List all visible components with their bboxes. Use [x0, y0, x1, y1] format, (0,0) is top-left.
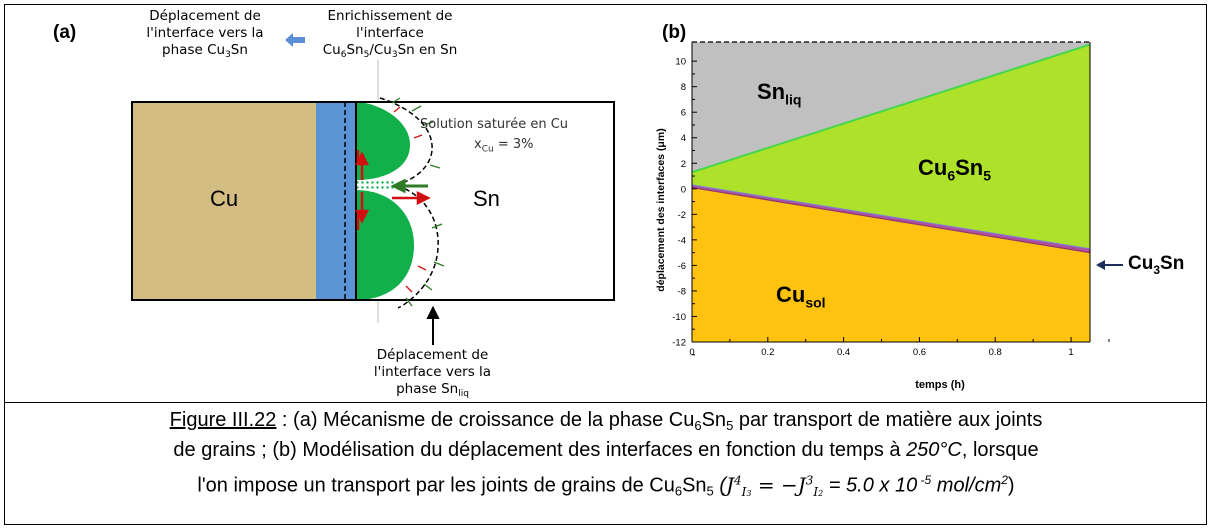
- y-tick-label: -4: [678, 235, 686, 246]
- annotation-interface-enrichment: Enrichissement de l'interface Cu6Sn5/Cu3…: [300, 8, 480, 60]
- y-tick-label: -6: [678, 261, 686, 272]
- green-flux-arrow: [390, 178, 428, 194]
- annotation-line: l'interface vers la: [373, 364, 492, 380]
- sn-region-label: Sn: [473, 186, 500, 211]
- y-tick-label: -10: [672, 312, 686, 323]
- region-cu3sn: [692, 184, 1090, 253]
- region-label-snliq: Snliq: [757, 79, 802, 108]
- y-tick-label: -2: [678, 210, 686, 221]
- red-flux-arrows: [354, 150, 431, 230]
- xcu-label: xCu = 3%: [474, 137, 534, 155]
- series-line-cu3sn-cu6sn5: [691, 184, 1091, 250]
- figure-frame: [4, 4, 1207, 525]
- panel-b-label: (b): [662, 22, 687, 43]
- region-label-cusol: Cusol: [776, 282, 826, 311]
- cu6sn5-grain-top: [356, 102, 410, 180]
- region-label-cu6sn5: Cu6Sn5: [918, 155, 992, 184]
- y-tick-label: -8: [678, 286, 686, 297]
- annotation-line: phase Snliq: [396, 381, 469, 399]
- grain-boundary-hatch: [356, 180, 394, 190]
- y-tick-label: 8: [681, 82, 686, 93]
- annotation-line: Déplacement de: [149, 8, 261, 24]
- series-line-cu6sn5-sn: [691, 43, 1091, 174]
- plot-regions: [692, 42, 1090, 342]
- x-axis-label: temps (h): [915, 379, 965, 391]
- annotation-line: Déplacement de: [376, 347, 489, 363]
- annotation-line: phase Cu3Sn: [162, 42, 248, 60]
- annotation-shift-to-snliq: Déplacement de l'interface vers la phase…: [330, 347, 535, 399]
- caption-line-2: de grains ; (b) Modélisation du déplacem…: [173, 439, 1039, 461]
- annotation-shift-to-cu3sn: Déplacement de l'interface vers la phase…: [130, 8, 280, 60]
- panel-a-label: (a): [53, 22, 77, 43]
- y-tick-label: 4: [681, 133, 686, 144]
- annotation-line: Cu6Sn5/Cu3Sn en Sn: [322, 42, 458, 60]
- flux-equation: J4I3 = −J3I2: [725, 472, 824, 499]
- plot-axes: -12 -10 -8 -6 -4 -2 0 2 4 6 8 10 0 0.2 0.4 0.6 0.8 1: [672, 41, 1110, 358]
- cu3sn-layer: [316, 102, 356, 300]
- y-tick-label: 2: [681, 159, 686, 170]
- saturated-solution-label: Solution saturée en Cu: [420, 117, 569, 132]
- annotation-line: l'interface vers la: [146, 25, 264, 41]
- plot-lines: [691, 43, 1091, 254]
- caption-line-1: Figure III.22 : (a) Mécanisme de croissa…: [169, 409, 1043, 433]
- left-arrow-icon: [285, 33, 305, 47]
- region-cusol: [692, 187, 1090, 342]
- up-arrow-icon: [426, 305, 440, 345]
- cu-substrate: [132, 102, 316, 300]
- moving-interface-dashed-line: [379, 97, 439, 309]
- x-tick-label: 0: [689, 347, 694, 358]
- caption-divider: [4, 402, 1207, 403]
- small-arrows: [391, 97, 445, 307]
- x-tick-label: 0.2: [761, 347, 774, 358]
- region-cu6sn5: [692, 44, 1090, 249]
- panel-a-diagram: [131, 33, 615, 345]
- figure-caption: Figure III.22 : (a) Mécanisme de croissa…: [8, 405, 1204, 501]
- cu3sn-pointer-arrow-icon: [1096, 260, 1123, 270]
- figure-number: Figure III.22: [169, 409, 277, 431]
- cu3sn-pointer-label: Cu3Sn: [1128, 253, 1185, 277]
- caption-line-3: l'on impose un transport par les joints …: [197, 472, 1015, 499]
- annotation-line: Enrichissement de: [327, 8, 453, 24]
- x-tick-label: 0.4: [837, 347, 850, 358]
- x-tick-label: 0.8: [989, 347, 1002, 358]
- block-outline: [131, 101, 615, 301]
- x-tick-label: 1: [1068, 347, 1073, 358]
- y-tick-label: 10: [675, 57, 686, 68]
- y-tick-label: -12: [672, 338, 686, 349]
- small-red-arrows: [393, 106, 427, 293]
- cu-region-label: Cu: [210, 186, 239, 211]
- y-tick-label: 6: [681, 108, 686, 119]
- y-tick-label: 0: [681, 184, 686, 195]
- series-line-cu-cu3sn: [691, 186, 1091, 254]
- cu6sn5-grain-bottom: [356, 190, 414, 300]
- x-tick-label: 0.6: [913, 347, 926, 358]
- y-axis-label: déplacement des interfaces (μm): [655, 128, 667, 291]
- annotation-line: l'interface: [356, 25, 424, 41]
- displacement-chart: -12 -10 -8 -6 -4 -2 0 2 4 6 8 10 0 0.2 0.4 0.6 0.8 1 dépl…: [655, 41, 1110, 391]
